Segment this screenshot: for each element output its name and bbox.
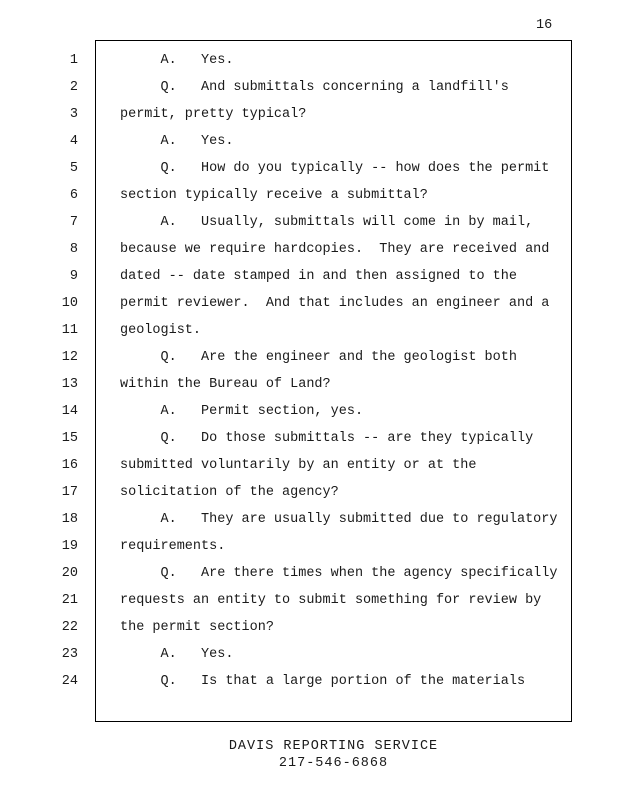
transcript-line: 2 Q. And submittals concerning a landfil… [0, 74, 618, 101]
transcript-line: 9 dated -- date stamped in and then assig… [0, 263, 618, 290]
transcript-line: 11 geologist. [0, 317, 618, 344]
line-text: A. They are usually submitted due to reg… [120, 512, 558, 527]
transcript-line: 8 because we require hardcopies. They are… [0, 236, 618, 263]
line-text: section typically receive a submittal? [120, 188, 428, 203]
line-number: 22 [61, 620, 78, 635]
line-number: 1 [69, 53, 78, 68]
line-number: 2 [69, 80, 78, 95]
line-number: 6 [69, 188, 78, 203]
transcript-line: 22 the permit section? [0, 614, 618, 641]
line-text: geologist. [120, 323, 202, 338]
transcript-line: 15 Q. Do those submittals -- are they ty… [0, 425, 618, 452]
line-text: solicitation of the agency? [120, 485, 339, 500]
line-text: the permit section? [120, 620, 274, 635]
transcript-line: 17 solicitation of the agency? [0, 479, 618, 506]
line-text: within the Bureau of Land? [120, 377, 331, 392]
transcript-line: 19 requirements. [0, 533, 618, 560]
line-text: Q. Is that a large portion of the materi… [120, 674, 526, 689]
line-text: A. Yes. [120, 647, 234, 662]
line-number: 18 [61, 512, 78, 527]
line-number: 19 [61, 539, 78, 554]
footer: DAVIS REPORTING SERVICE 217-546-6868 [95, 738, 572, 772]
line-number: 10 [61, 296, 78, 311]
footer-phone: 217-546-6868 [278, 756, 389, 771]
line-number: 15 [61, 431, 78, 446]
line-number: 5 [69, 161, 78, 176]
line-text: permit, pretty typical? [120, 107, 307, 122]
transcript-line: 10 permit reviewer. And that includes an … [0, 290, 618, 317]
line-number: 20 [61, 566, 78, 581]
line-number: 9 [69, 269, 78, 284]
transcript-box-border [95, 40, 572, 722]
line-number: 4 [69, 134, 78, 149]
line-text: A. Usually, submittals will come in by m… [120, 215, 534, 230]
transcript-line: 23 A. Yes. [0, 641, 618, 668]
transcript-line: 1 A. Yes. [0, 47, 618, 74]
line-text: requirements. [120, 539, 226, 554]
transcript-line: 24 Q. Is that a large portion of the mat… [0, 668, 618, 695]
transcript-line: 18 A. They are usually submitted due to … [0, 506, 618, 533]
page-number: 16 [536, 18, 553, 33]
line-text: requests an entity to submit something f… [120, 593, 542, 608]
transcript-line: 14 A. Permit section, yes. [0, 398, 618, 425]
line-text: Q. And submittals concerning a landfill'… [120, 80, 509, 95]
line-number: 14 [61, 404, 78, 419]
line-text: A. Yes. [120, 53, 234, 68]
transcript-line: 21 requests an entity to submit something… [0, 587, 618, 614]
transcript-line: 4 A. Yes. [0, 128, 618, 155]
line-number: 13 [61, 377, 78, 392]
transcript-line: 7 A. Usually, submittals will come in by… [0, 209, 618, 236]
line-number: 8 [69, 242, 78, 257]
transcript-line: 3 permit, pretty typical? [0, 101, 618, 128]
line-number: 23 [61, 647, 78, 662]
transcript-line: 6 section typically receive a submittal? [0, 182, 618, 209]
line-number: 17 [61, 485, 78, 500]
line-text: permit reviewer. And that includes an en… [120, 296, 550, 311]
line-text: Q. Are the engineer and the geologist bo… [120, 350, 517, 365]
transcript-line: 13 within the Bureau of Land? [0, 371, 618, 398]
transcript-lines: 1 A. Yes.2 Q. And submittals concerning … [0, 47, 618, 695]
line-number: 21 [61, 593, 78, 608]
line-number: 12 [61, 350, 78, 365]
transcript-line: 12 Q. Are the engineer and the geologist… [0, 344, 618, 371]
line-number: 7 [69, 215, 78, 230]
line-number: 11 [61, 323, 78, 338]
transcript-line: 16 submitted voluntarily by an entity or … [0, 452, 618, 479]
footer-reporting-service: DAVIS REPORTING SERVICE [228, 739, 439, 754]
line-text: A. Yes. [120, 134, 234, 149]
line-text: Q. Do those submittals -- are they typic… [120, 431, 534, 446]
line-number: 24 [61, 674, 78, 689]
line-text: Q. How do you typically -- how does the … [120, 161, 550, 176]
line-text: dated -- date stamped in and then assign… [120, 269, 517, 284]
line-text: submitted voluntarily by an entity or at… [120, 458, 477, 473]
line-number: 3 [69, 107, 78, 122]
line-text: because we require hardcopies. They are … [120, 242, 550, 257]
transcript-line: 20 Q. Are there times when the agency sp… [0, 560, 618, 587]
line-number: 16 [61, 458, 78, 473]
transcript-line: 5 Q. How do you typically -- how does th… [0, 155, 618, 182]
line-text: A. Permit section, yes. [120, 404, 364, 419]
line-text: Q. Are there times when the agency speci… [120, 566, 558, 581]
